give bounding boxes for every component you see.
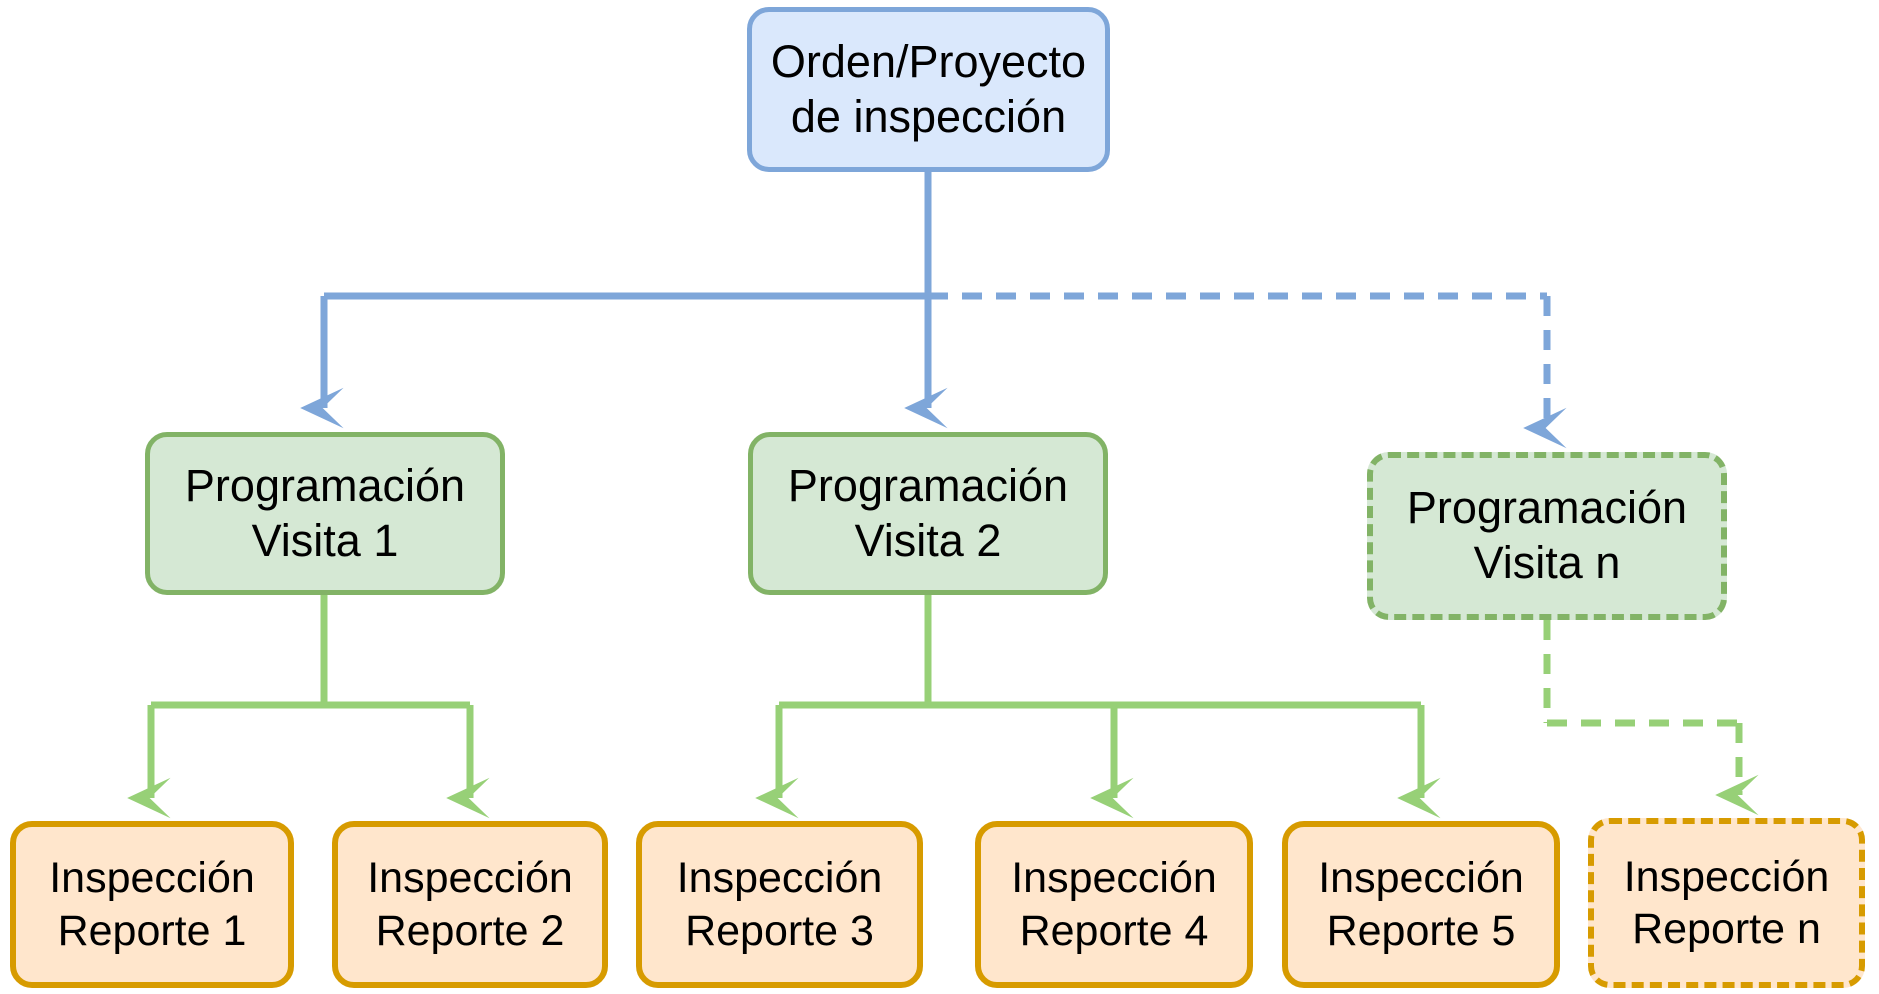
node-inspeccion-reporte-3[interactable]: Inspección Reporte 3	[636, 821, 923, 988]
node-programacion-visita-n[interactable]: Programación Visita n	[1367, 452, 1727, 620]
node-inspeccion-reporte-1[interactable]: Inspección Reporte 1	[10, 821, 294, 988]
node-inspeccion-reporte-5[interactable]: Inspección Reporte 5	[1282, 821, 1560, 988]
node-inspeccion-reporte-2[interactable]: Inspección Reporte 2	[332, 821, 608, 988]
node-orden-proyecto-de-inspeccion[interactable]: Orden/Proyecto de inspección	[747, 7, 1110, 172]
node-programacion-visita-2[interactable]: Programación Visita 2	[748, 432, 1108, 595]
node-inspeccion-reporte-n[interactable]: Inspección Reporte n	[1588, 818, 1865, 988]
node-programacion-visita-1[interactable]: Programación Visita 1	[145, 432, 505, 595]
node-inspeccion-reporte-4[interactable]: Inspección Reporte 4	[975, 821, 1253, 988]
